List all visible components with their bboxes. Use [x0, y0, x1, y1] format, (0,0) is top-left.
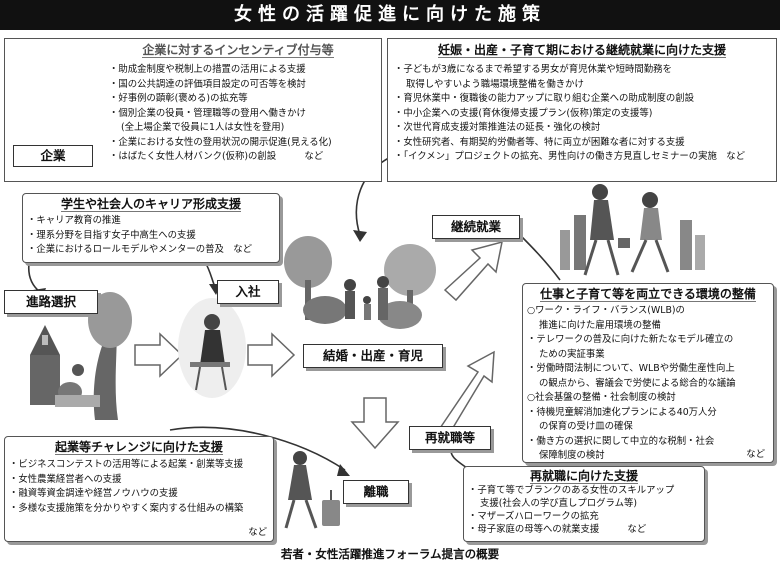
pregnancy-list: ・子どもが3歳になるまで希望する男女が育児休業や短時間勤務を 取得しやすいよう職… [394, 63, 745, 165]
tag-nyusha: 入社 [217, 280, 279, 304]
list-item: ・個別企業の役員・管理職等の登用へ働きかけ [109, 107, 306, 119]
incentive-list: ・助成金制度や税制上の措置の活用による支援 ・国の公共調達の評価項目設定の可否等… [109, 63, 332, 165]
list-item: ・好事例の顕彰(褒める)の拡充等 [109, 93, 248, 104]
list-item: ・中小企業への支援(育休復帰支援プラン(仮称)策定の支援等) [394, 107, 653, 119]
startup-title: 起業等チャレンジに向けた支援 [55, 440, 223, 455]
list-item: 取得しやすいよう職場環境整備を働きかけ [406, 78, 584, 90]
list-item: ・企業におけるロールモデルやメンターの普及 など [27, 244, 253, 255]
startup-box: 起業等チャレンジに向けた支援 ・ビジネスコンテストの活用等による起業・創業等支援… [4, 436, 274, 542]
company-badge: 企業 [13, 145, 93, 167]
reemploy-title: 再就職に向けた支援 [529, 469, 638, 484]
pregnancy-box: 妊娠・出産・子育て期における継続就業に向けた支援 ・子どもが3歳になるまで希望す… [387, 38, 777, 182]
arrow-kekkon-to-rishoku [350, 397, 400, 450]
list-item: ための実証事業 [539, 348, 605, 360]
pregnancy-title: 妊娠・出産・子育て期における継続就業に向けた支援 [437, 43, 726, 58]
list-item: 推進に向けた雇用環境の整備 [539, 319, 661, 331]
list-item: ・多様な支援施策を分かりやすく案内する仕組みの構築 [9, 502, 244, 514]
family-illustration [284, 236, 436, 329]
startup-nado: など [248, 527, 267, 538]
list-item: ○ワーク・ライフ・バランス(WLB)の [527, 305, 685, 316]
list-item: の観点から、審議会で労使による総合的な議論 [539, 377, 736, 389]
office-woman-illustration [178, 298, 246, 398]
incentive-title: 企業に対するインセンティブ付与等 [142, 43, 334, 58]
list-item: ・国の公共調達の評価項目設定の可否等を検討 [109, 78, 306, 90]
list-item: ・マザーズハローワークの拡充 [468, 511, 599, 522]
curve-balance-to-keizoku [519, 234, 561, 281]
list-item: ・女性農業経営者への支援 [9, 473, 122, 485]
balance-title: 仕事と子育て等を両立できる環境の整備 [540, 287, 756, 302]
tag-rishoku: 離職 [343, 480, 409, 504]
list-item: ・理系分野を目指す女子中高生への支援 [27, 229, 196, 241]
tag-shinro: 進路選択 [4, 290, 98, 314]
figure-caption: 若者・女性活躍推進フォーラム提言の概要 [280, 547, 500, 561]
list-item: ・労働時間法制について、WLBや労働生産性向上 [527, 363, 735, 374]
incentive-box: 企業に対するインセンティブ付与等 ・助成金制度や税制上の措置の活用による支援 ・… [4, 38, 382, 182]
list-item: ・企業における女性の登用状況の開示促進(見える化) [109, 136, 332, 148]
list-item: ・はばたく女性人材バンク(仮称)の創設 など [109, 151, 324, 162]
list-item: ・働き方の選択に関して中立的な税制・社会 [527, 435, 715, 447]
reemploy-box: 再就職に向けた支援 ・子育て等でブランクのある女性のスキルアップ 支援(社会人の… [463, 466, 705, 542]
list-item: ・テレワークの普及に向けた新たなモデル確立の [527, 334, 734, 345]
list-item: ・子どもが3歳になるまで希望する男女が育児休業や短時間勤務を [394, 64, 672, 75]
list-item: (全上場企業で役員に1人は女性を登用) [121, 122, 285, 133]
tag-sai: 再就職等 [409, 426, 491, 450]
page-title: 女性の活躍促進に向けた施策 [0, 0, 780, 30]
career-list: ・キャリア教育の推進 ・理系分野を目指す女子中高生への支援 ・企業におけるロール… [27, 214, 252, 258]
arrow-nyusha-to-kekkon [247, 332, 296, 378]
list-item: の保育の受け皿の確保 [539, 421, 633, 432]
woman-suitcase-illustration [284, 451, 340, 529]
list-item: ・子育て等でブランクのある女性のスキルアップ [468, 485, 675, 496]
career-title: 学生や社会人のキャリア形成支援 [60, 197, 241, 212]
startup-list: ・ビジネスコンテストの活用等による起業・創業等支援 ・女性農業経営者への支援 ・… [9, 458, 243, 516]
tag-keizoku: 継続就業 [432, 215, 520, 239]
list-item: ・融資等資金調達や経営ノウハウの支援 [9, 488, 178, 499]
list-item: ・女性研究者、有期契約労働者等、特に両立が困難な者に対する支援 [394, 136, 685, 148]
list-item: ○社会基盤の整備・社会制度の検討 [527, 392, 676, 403]
balance-box: 仕事と子育て等を両立できる環境の整備 ○ワーク・ライフ・バランス(WLB)の 推… [522, 283, 774, 463]
curve-startup-to-rishoku [169, 426, 346, 471]
balance-list: ○ワーク・ライフ・バランス(WLB)の 推進に向けた雇用環境の整備 ・テレワーク… [527, 304, 736, 464]
arrow-to-keizoku [443, 240, 503, 302]
list-item: ・待機児童解消加速化プランによる40万人分 [527, 406, 717, 418]
curve-pregnancy-to-kekkon [355, 154, 396, 236]
list-item: ・助成金制度や税制上の措置の活用による支援 [109, 64, 306, 75]
list-item: 保障制度の検討 [539, 450, 605, 461]
list-item: ・「イクメン」プロジェクトの拡充、男性向けの働き方見直しセミナーの実施 など [394, 151, 746, 162]
list-item: ・次世代育成支援対策推進法の延長・強化の検討 [394, 122, 601, 133]
balance-nado: など [746, 449, 765, 460]
list-item: ・母子家庭の母等への就業支援 など [468, 524, 647, 535]
tag-kekkon: 結婚・出産・育児 [303, 344, 443, 368]
curve-career-to-nyusha [204, 261, 216, 288]
arrow-shinro-to-nyusha [134, 332, 184, 378]
career-box: 学生や社会人のキャリア形成支援 ・キャリア教育の推進 ・理系分野を目指す女子中高… [22, 193, 280, 263]
list-item: 支援(社会人の学び直しプログラム等) [480, 498, 638, 509]
list-item: ・ビジネスコンテストの活用等による起業・創業等支援 [9, 459, 244, 470]
reemploy-list: ・子育て等でブランクのある女性のスキルアップ 支援(社会人の学び直しプログラム等… [468, 484, 674, 536]
list-item: ・キャリア教育の推進 [27, 215, 121, 226]
walking-people-illustration [560, 184, 705, 276]
list-item: ・育児休業中・復職後の能力アップに取り組む企業への助成制度の創設 [394, 93, 695, 104]
church-scene-illustration [30, 292, 132, 420]
